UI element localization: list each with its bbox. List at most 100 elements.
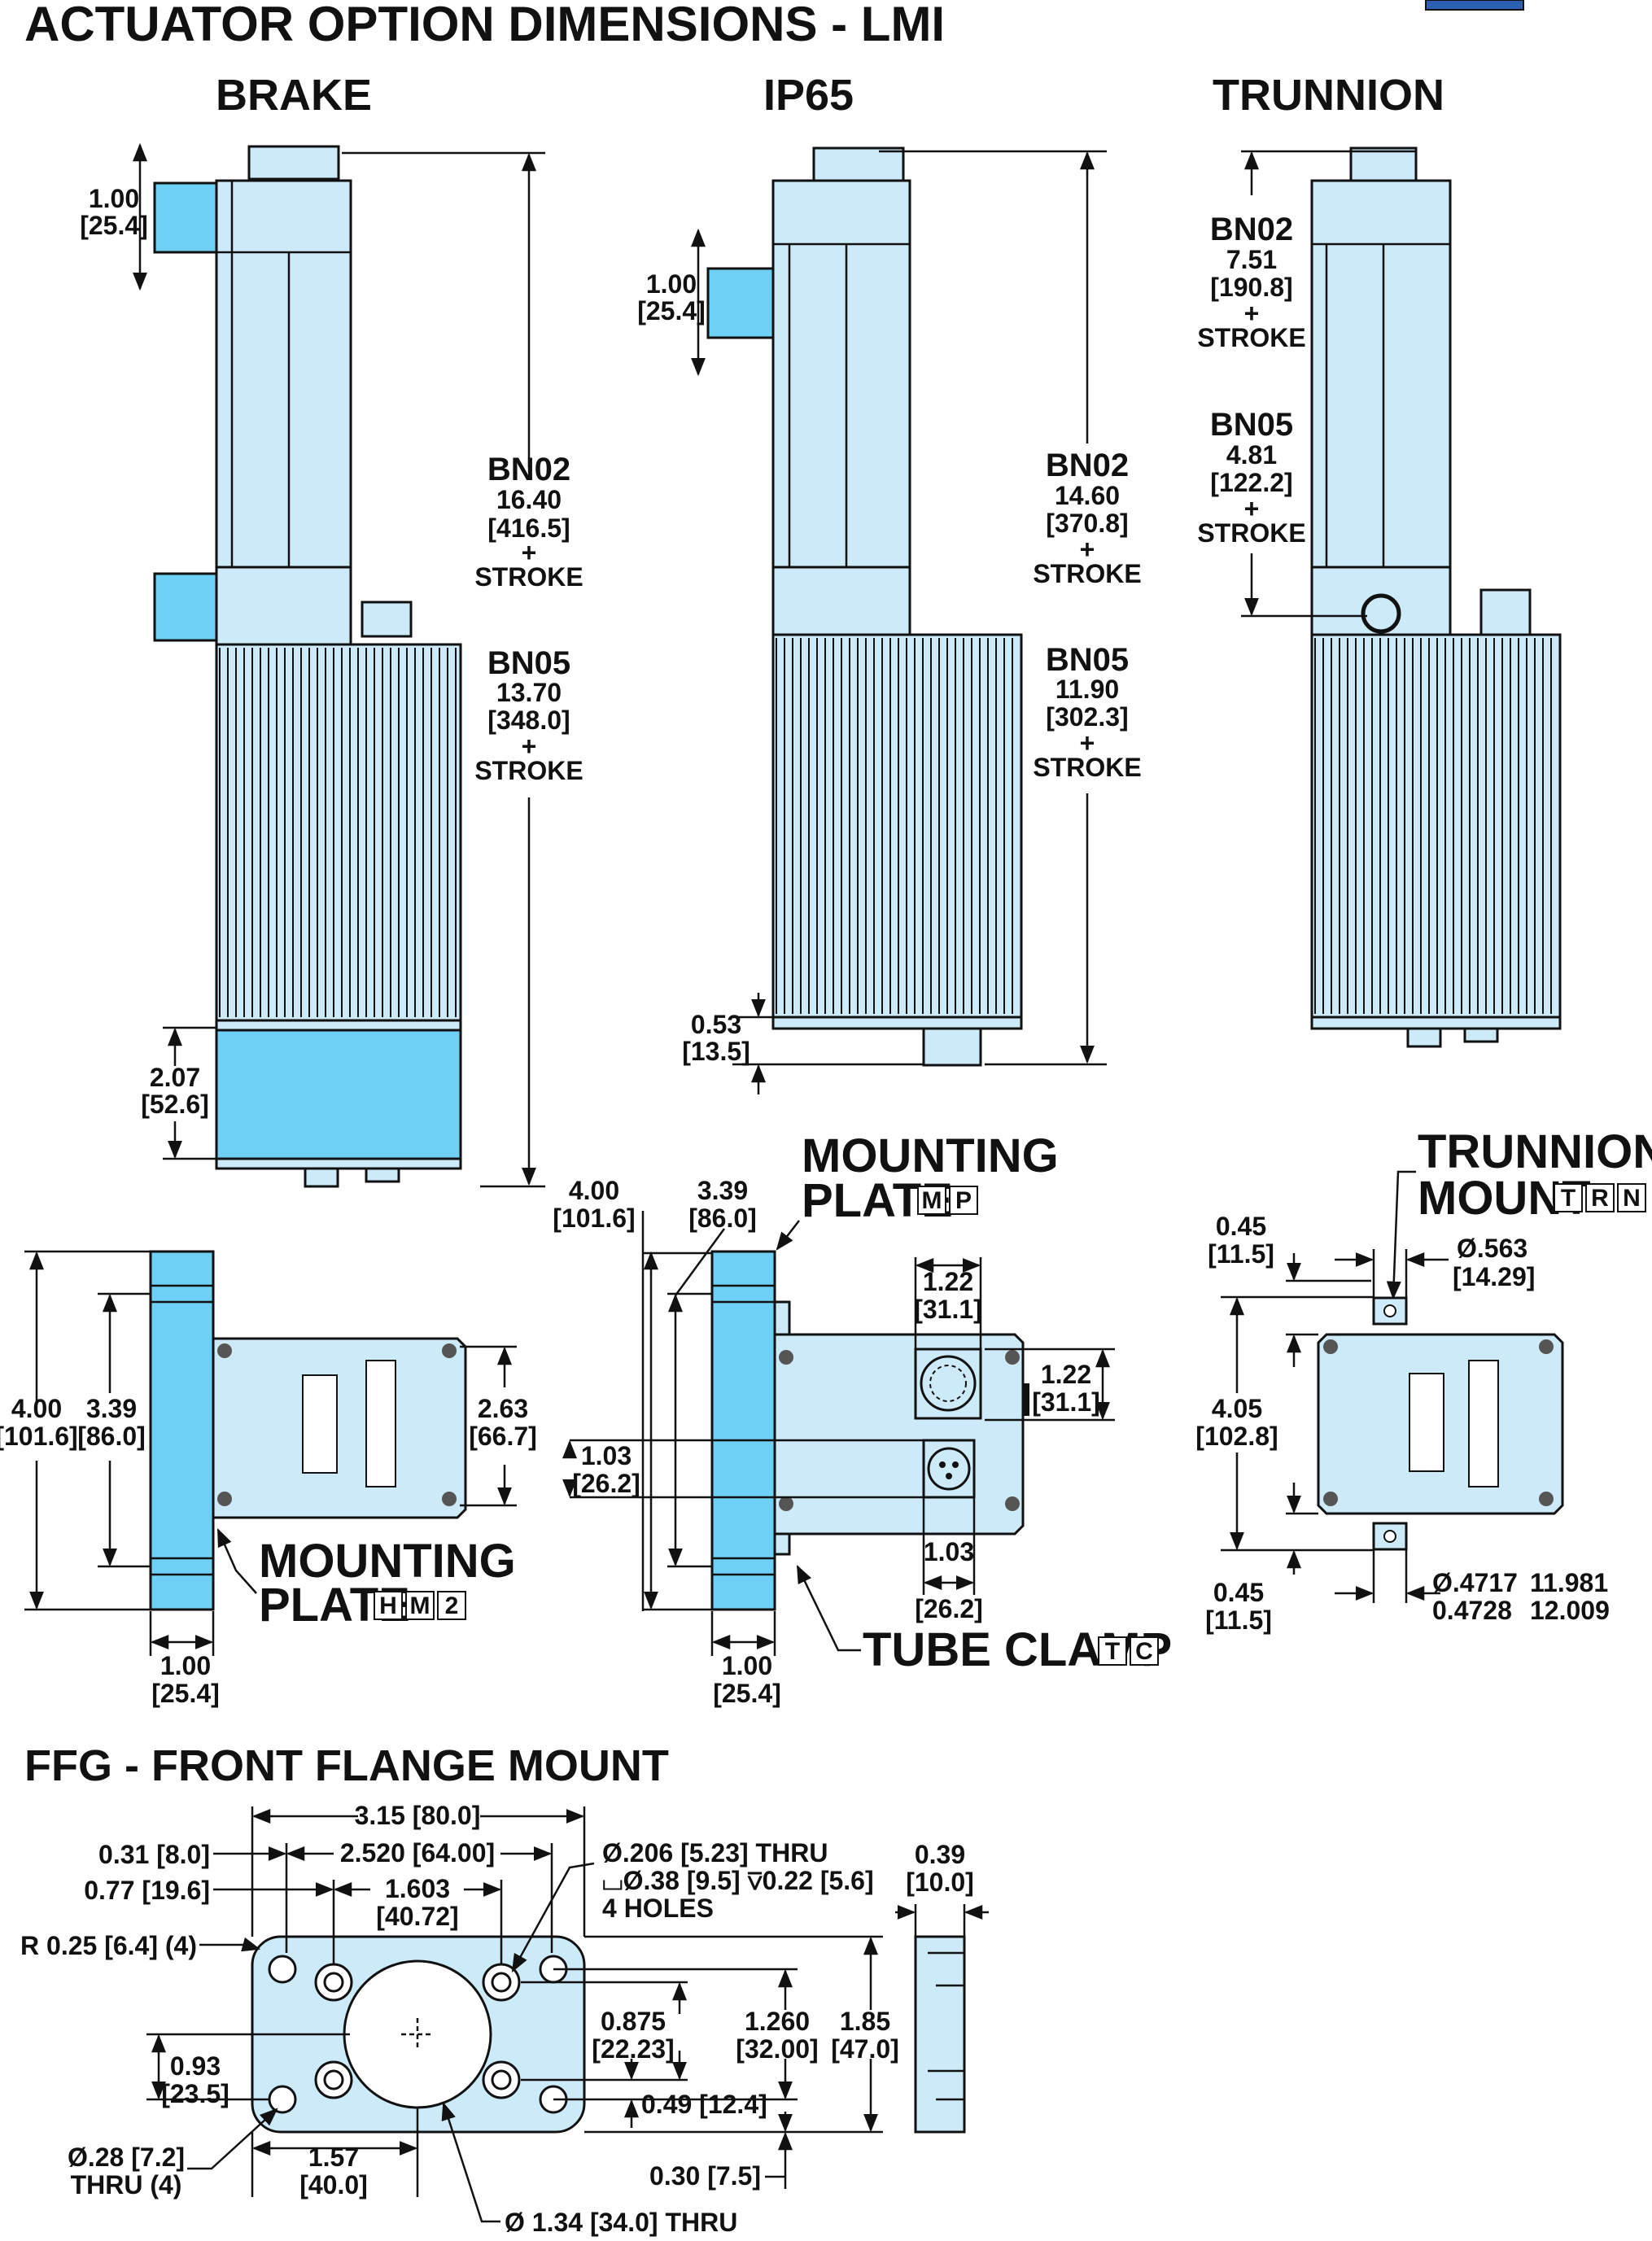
ffg-dim-radius: R 0.25 [6.4] (4): [20, 1931, 197, 1960]
svg-text:C: C: [1135, 1638, 1153, 1665]
ffg-hole-note-3: 4 HOLES: [602, 1894, 714, 1923]
svg-text:BN02: BN02: [1210, 212, 1293, 247]
trunnion-heading: TRUNNION: [1213, 71, 1444, 120]
hm2-dim-holes-mm: [66.7]: [469, 1422, 537, 1451]
svg-text:+: +: [1080, 535, 1095, 564]
brake-dim-top-mm: [25.4]: [80, 211, 148, 240]
ffg-dim-v-inner-mm: [32.00]: [736, 2034, 818, 2064]
ffg-dim-thickness: 0.39: [915, 1840, 965, 1869]
ffg-dim-v-bolt-mm: [22.23]: [592, 2034, 674, 2064]
mp-dim-conn2-w-mm: [26.2]: [915, 1594, 983, 1623]
hm2-plate: [149, 1250, 215, 1611]
hm2-label-line1: MOUNTING: [259, 1535, 516, 1588]
mp-dim-inner: 3.39: [697, 1176, 748, 1205]
svg-text:T: T: [1561, 1185, 1576, 1212]
ffg-hole-note-2: ⌴Ø.38 [9.5] ⊽0.22 [5.6]: [602, 1866, 874, 1895]
ip65-dim-bottom: 0.53: [691, 1010, 741, 1039]
ffg-dim-left-v: 0.93: [170, 2051, 221, 2081]
svg-text:11.90: 11.90: [1055, 675, 1119, 704]
mp-dim-height: 4.00: [569, 1176, 619, 1205]
brake-view: BRAKE 1.00 [25.4] BN02 16.40 [416.5] +: [80, 71, 583, 1188]
ffg-dim-edge1: 0.31 [8.0]: [98, 1840, 210, 1869]
ffg-dim-v-bolt: 0.875: [601, 2007, 666, 2036]
ip65-heading: IP65: [763, 71, 854, 120]
mp-dim-conn2-w: 1.03: [924, 1537, 974, 1566]
svg-text:BN02: BN02: [487, 452, 570, 487]
ffg-dim-half-w: 1.57: [308, 2143, 359, 2172]
hm2-dim-width: 1.00: [160, 1651, 211, 1680]
svg-text:4.81: 4.81: [1226, 440, 1277, 470]
logo-mark: [1425, 0, 1524, 11]
ffg-dim-v-inner: 1.260: [745, 2007, 810, 2036]
tube-clamp-code: T C: [1098, 1636, 1159, 1666]
svg-text:14.60: 14.60: [1055, 481, 1120, 510]
trn-tol-in-1: Ø.4717: [1432, 1568, 1518, 1597]
mp-code: M P: [917, 1186, 978, 1215]
ip65-side-box: [706, 267, 775, 339]
ffg-view: FFG - FRONT FLANGE MOUNT 3.15 [80.0] 2.5…: [20, 1741, 989, 2237]
mp-label-line1: MOUNTING: [802, 1129, 1059, 1182]
ip65-dim-side-mm: [25.4]: [637, 296, 706, 325]
mp-connector-large: [920, 1355, 977, 1412]
svg-text:[122.2]: [122.2]: [1210, 468, 1292, 497]
svg-text:STROKE: STROKE: [1033, 559, 1141, 588]
trn-dim-pin-mm: [14.29]: [1453, 1262, 1535, 1291]
brake-finned-section: [215, 643, 462, 1022]
svg-text:[416.5]: [416.5]: [487, 513, 570, 543]
svg-text:STROKE: STROKE: [474, 562, 583, 592]
mp-dim-conn-h-mm: [31.1]: [1032, 1387, 1100, 1417]
trunnion-view: TRUNNION BN02 7.51 [190.8] + STROKE BN05…: [1197, 71, 1562, 1048]
ffg-dim-thickness-mm: [10.0]: [906, 1868, 974, 1897]
svg-text:+: +: [1244, 299, 1260, 328]
mp-dim-conn-w-mm: [31.1]: [914, 1295, 982, 1324]
svg-text:16.40: 16.40: [496, 485, 562, 514]
ip65-dim-side: 1.00: [646, 269, 697, 299]
brake-bn02-label: BN02 16.40 [416.5] + STROKE: [474, 452, 583, 592]
svg-text:STROKE: STROKE: [1197, 323, 1305, 352]
ffg-dim-w-bolt: 1.603: [385, 1874, 450, 1903]
mounting-plate-mp-view: 4.00 [101.6] 3.39 [86.0] MOUNTING PLATE …: [553, 1129, 1172, 1708]
ffg-dim-w-inner: 2.520 [64.00]: [340, 1838, 495, 1868]
svg-text:7.51: 7.51: [1226, 245, 1277, 274]
trn-dim-height: 4.05: [1212, 1394, 1262, 1423]
svg-text:[370.8]: [370.8]: [1046, 509, 1128, 538]
trn-dim-bottom: 0.45: [1213, 1578, 1264, 1607]
svg-text:M: M: [410, 1592, 430, 1619]
svg-text:BN05: BN05: [1046, 642, 1129, 678]
svg-text:H: H: [379, 1592, 397, 1619]
svg-text:STROKE: STROKE: [474, 756, 583, 785]
ffg-corner-hole-1: Ø.28 [7.2]: [68, 2143, 185, 2172]
svg-text:BN02: BN02: [1046, 448, 1129, 483]
svg-text:N: N: [1623, 1185, 1641, 1212]
brake-bn05-label: BN05 13.70 [348.0] + STROKE: [474, 645, 583, 785]
ffg-dim-edge2: 0.77 [19.6]: [84, 1876, 210, 1905]
ffg-side-view: [914, 1935, 966, 2134]
trn-dim-bottom-mm: [11.5]: [1205, 1605, 1272, 1635]
ip65-bn05-label: BN05 11.90 [302.3] + STROKE: [1033, 642, 1141, 782]
brake-heading: BRAKE: [216, 71, 372, 120]
mp-connector-small: [927, 1447, 971, 1491]
svg-text:BN05: BN05: [1210, 407, 1293, 443]
brake-dim-top: 1.00: [89, 184, 139, 213]
svg-text:[190.8]: [190.8]: [1210, 273, 1292, 302]
trunnion-bn02-label: BN02 7.51 [190.8] + STROKE: [1197, 212, 1305, 352]
svg-text:+: +: [1244, 494, 1260, 523]
brake-side-box: [153, 572, 218, 642]
trunnion-finned-section: [1310, 633, 1562, 1019]
ffg-hole-note-1: Ø.206 [5.23] THRU: [602, 1838, 828, 1868]
brake-dim-bottom: 2.07: [150, 1063, 200, 1092]
ffg-dim-w-bolt-mm: [40.72]: [376, 1902, 458, 1931]
ip65-view: IP65 1.00 [25.4] BN02 14.60 [370.8] + ST…: [637, 71, 1142, 1094]
hm2-dim-height: 4.00: [11, 1394, 62, 1423]
svg-text:BN05: BN05: [487, 645, 570, 681]
svg-text:STROKE: STROKE: [1033, 753, 1141, 782]
svg-text:P: P: [955, 1187, 972, 1214]
trunnion-mount-view: TRUNNION MOUNT T R N 0.45 [11.5] Ø.563 […: [1195, 1125, 1652, 1635]
mp-dim-conn-h: 1.22: [1041, 1360, 1091, 1389]
ip65-bn02-label: BN02 14.60 [370.8] + STROKE: [1033, 448, 1141, 588]
ffg-dim-half-w-mm: [40.0]: [299, 2170, 368, 2200]
trn-dim-height-mm: [102.8]: [1195, 1422, 1278, 1451]
ffg-heading: FFG - FRONT FLANGE MOUNT: [24, 1741, 669, 1790]
trn-dim-top-mm: [11.5]: [1208, 1239, 1274, 1269]
